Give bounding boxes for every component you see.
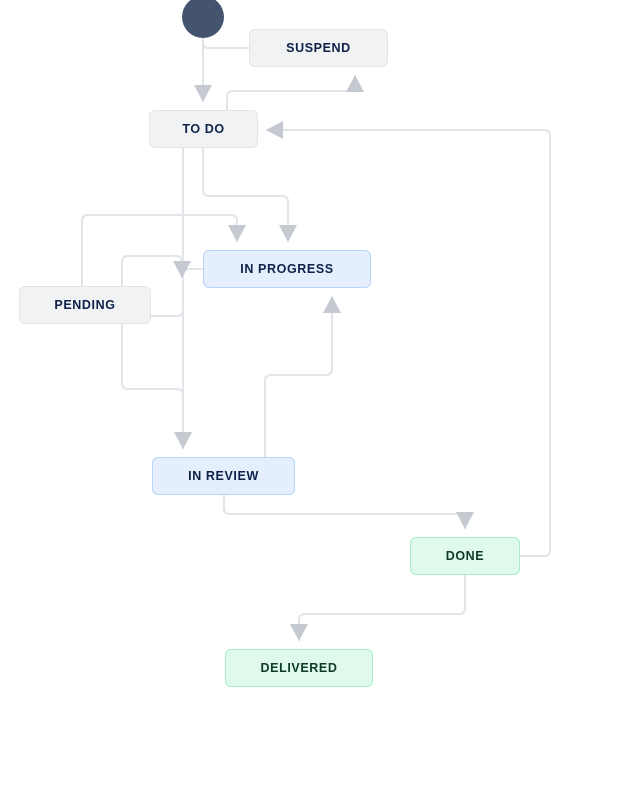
- edge-todo-to-in-progress: [202, 147, 297, 242]
- node-suspend[interactable]: SUSPEND: [249, 29, 388, 67]
- node-delivered-label: DELIVERED: [260, 661, 338, 675]
- edge-done-to-todo: [266, 121, 551, 557]
- node-pending[interactable]: PENDING: [19, 286, 151, 324]
- edge-start-to-suspend: [202, 37, 250, 49]
- node-in-progress-label: IN PROGRESS: [240, 262, 334, 276]
- edge-in-review-to-in-progress: [264, 296, 341, 458]
- node-done-label: DONE: [445, 549, 485, 563]
- node-todo-label: TO DO: [182, 122, 225, 136]
- edge-done-to-delivered: [290, 574, 466, 641]
- node-in-progress[interactable]: IN PROGRESS: [203, 250, 371, 288]
- node-in-review-label: IN REVIEW: [188, 469, 259, 483]
- node-delivered[interactable]: DELIVERED: [225, 649, 373, 687]
- edge-todo-to-suspend: [226, 75, 364, 111]
- node-pending-label: PENDING: [54, 298, 116, 312]
- node-suspend-label: SUSPEND: [286, 41, 351, 55]
- edge-pending-to-in-review: [121, 323, 192, 449]
- node-done[interactable]: DONE: [410, 537, 520, 575]
- node-in-review[interactable]: IN REVIEW: [152, 457, 295, 495]
- edge-in-review-to-done: [223, 494, 474, 529]
- node-todo[interactable]: TO DO: [149, 110, 258, 148]
- start-marker-node[interactable]: [182, 0, 224, 38]
